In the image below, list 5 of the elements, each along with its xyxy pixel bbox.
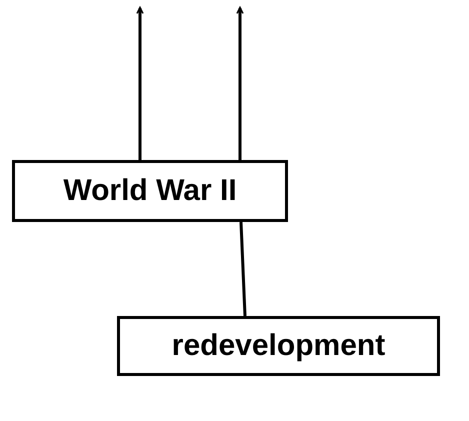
- arrow: [236, 6, 244, 160]
- connector-line: [240, 222, 246, 316]
- arrow: [136, 6, 144, 160]
- text-box: redevelopment: [117, 316, 440, 376]
- text-box: World War II: [12, 160, 288, 222]
